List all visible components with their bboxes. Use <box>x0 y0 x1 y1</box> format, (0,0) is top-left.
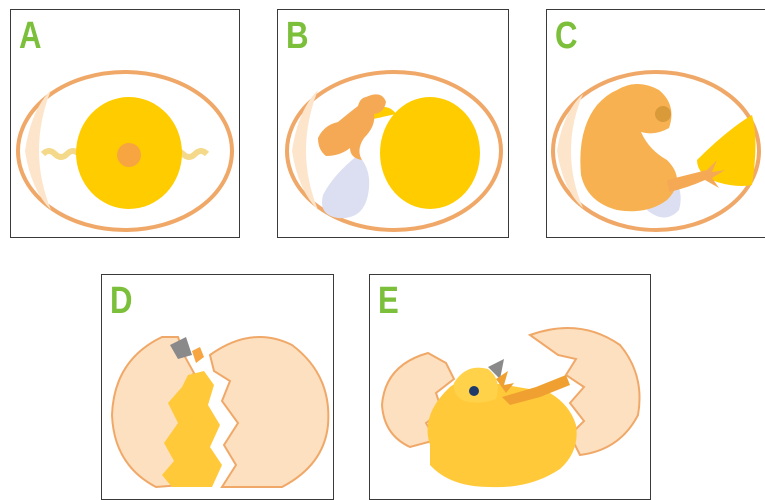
stage-e-illustration <box>370 275 651 500</box>
stage-a-panel: A <box>10 9 240 238</box>
egg-tooth <box>192 347 204 363</box>
shell-right-half <box>210 337 328 487</box>
germinal-disc <box>117 143 141 167</box>
stage-label: C <box>555 14 578 58</box>
stage-e-panel: E <box>369 274 651 500</box>
stage-label: A <box>19 14 42 58</box>
chick-body <box>428 378 577 487</box>
embryo-eye <box>655 106 671 122</box>
chick-head <box>454 368 498 403</box>
stage-b-illustration <box>278 10 509 238</box>
stage-b-panel: B <box>277 9 509 238</box>
stage-d-illustration <box>102 275 334 500</box>
stage-label: D <box>110 279 133 323</box>
stage-d-panel: D <box>101 274 334 500</box>
stage-a-illustration <box>11 10 240 238</box>
stage-c-panel: C <box>546 9 765 238</box>
stage-label: B <box>286 14 309 58</box>
stage-c-illustration <box>547 10 765 238</box>
chick-eye <box>469 386 479 396</box>
stage-label: E <box>378 279 399 323</box>
